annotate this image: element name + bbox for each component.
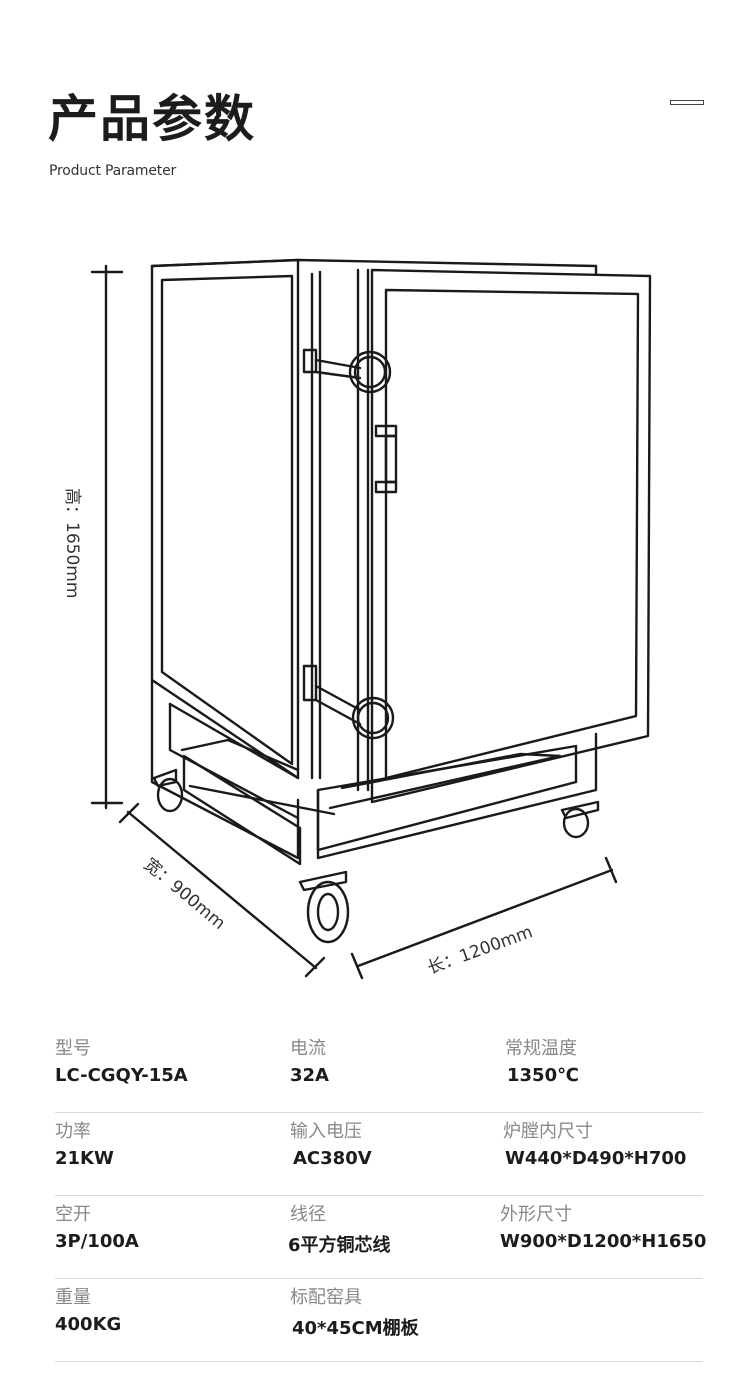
kiln-body-left xyxy=(150,258,300,780)
page-subtitle: Product Parameter xyxy=(49,163,177,179)
width-dimension-line xyxy=(118,802,326,978)
caster-front-left xyxy=(298,870,350,944)
width-label: 宽：900mm xyxy=(140,855,229,934)
door-hinge-bottom xyxy=(302,664,395,740)
kiln-line-drawing: 高：1650mm 宽：900mm 长：1200mm xyxy=(62,258,652,980)
length-dimension-line xyxy=(350,856,618,980)
height-dimension-line xyxy=(90,264,124,810)
decorative-bar xyxy=(670,100,704,105)
spec-row: 重量 400KG 标配窑具 40*45CM棚板 xyxy=(55,1279,703,1362)
door-hinge-top xyxy=(302,348,392,394)
length-label: 长：1200mm xyxy=(425,922,536,979)
kiln-door xyxy=(370,268,652,804)
page-title: 产品参数 xyxy=(48,90,256,148)
spec-row: 功率 21KW 输入电压 AC380V 炉膛内尺寸 W440*D490*H700 xyxy=(55,1113,703,1196)
spec-row: 型号 LC-CGQY-15A 电流 32A 常规温度 1350℃ xyxy=(55,1030,703,1113)
caster-back-left xyxy=(152,768,184,813)
spec-row: 空开 3P/100A 线径 6平方铜芯线 外形尺寸 W900*D1200*H16… xyxy=(55,1196,706,1279)
height-label: 高：1650mm xyxy=(62,488,82,598)
door-handle xyxy=(374,424,398,494)
kiln-base-frame xyxy=(150,678,598,866)
caster-front-right xyxy=(560,800,600,839)
spec-table: 型号 LC-CGQY-15A 电流 32A 常规温度 1350℃ 功率 21KW… xyxy=(55,1030,706,1362)
